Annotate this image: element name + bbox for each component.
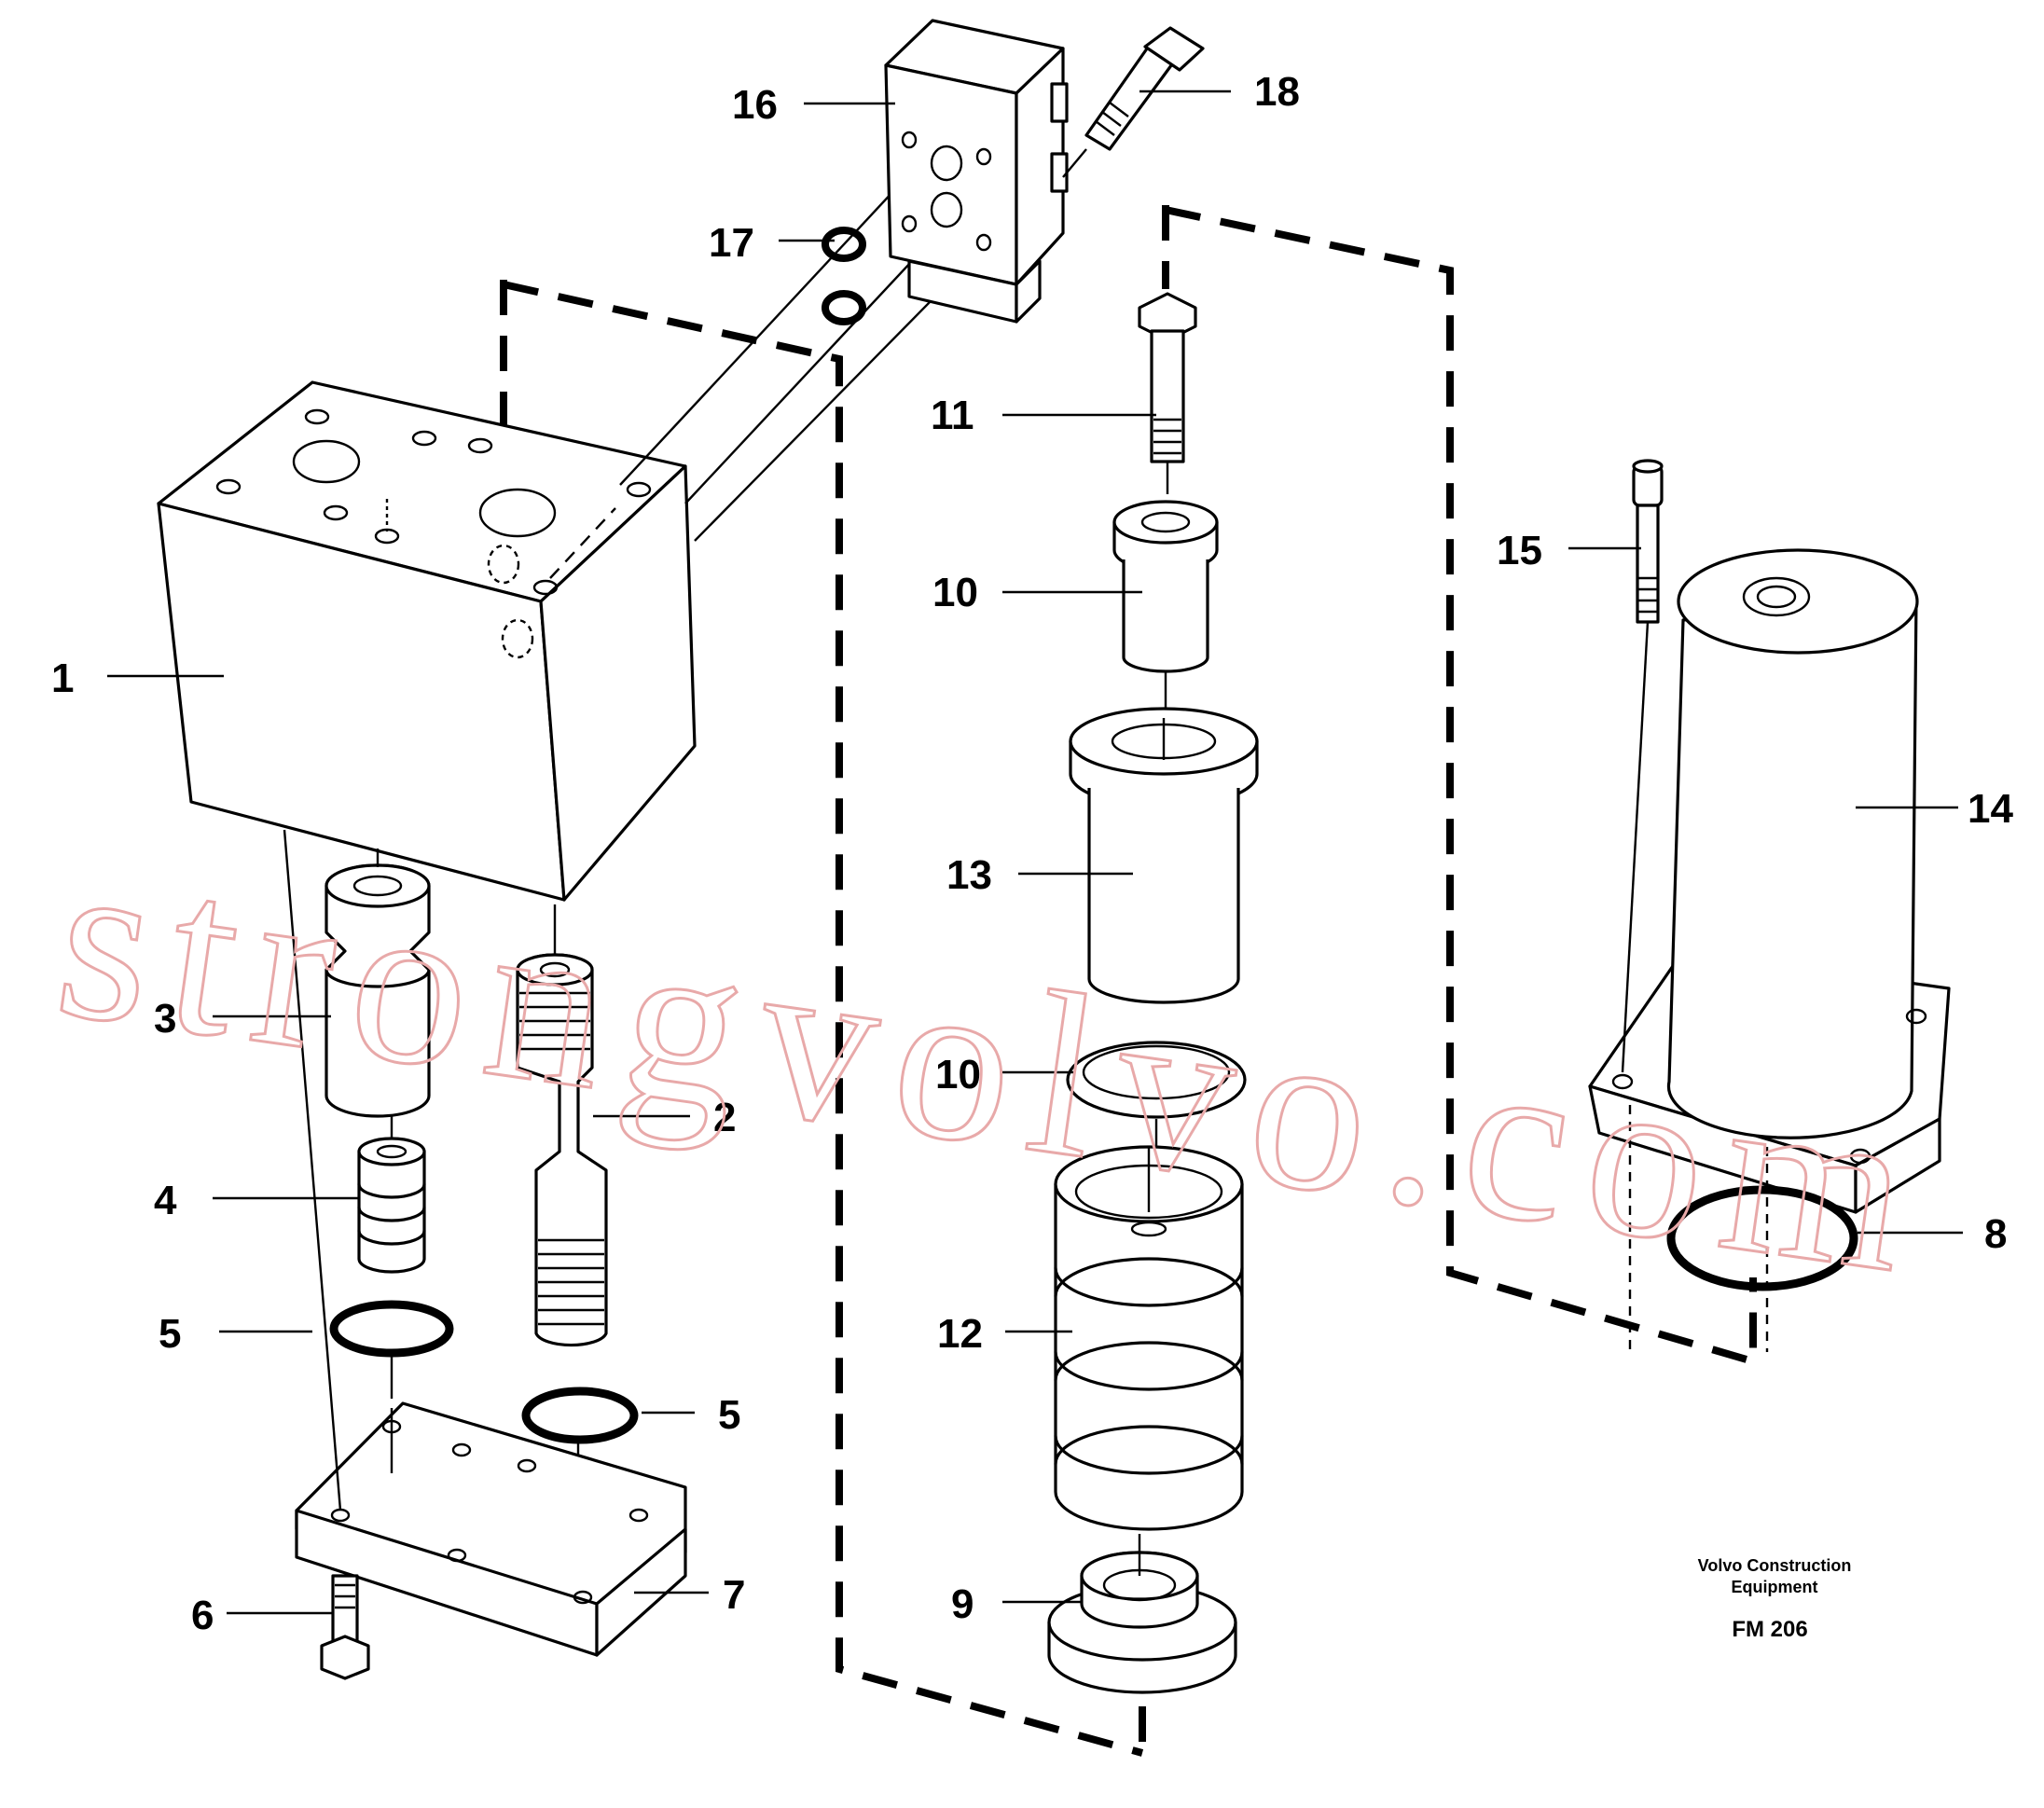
part-14-housing (1588, 548, 1951, 1214)
part-7-cover-plate (283, 829, 687, 1657)
part-4-spring (357, 1114, 426, 1274)
part-2-threaded-valve (516, 904, 608, 1347)
part-15-bolt (1621, 459, 1664, 1073)
callout-10-ring: 10 (935, 1052, 981, 1097)
part-3-spool (325, 849, 431, 1118)
part-19-ring (1066, 1041, 1247, 1156)
callout-5-left: 5 (159, 1311, 181, 1357)
callout-4: 4 (154, 1178, 177, 1223)
part-17-o-rings (822, 227, 866, 325)
callout-5-right: 5 (718, 1392, 740, 1438)
dashed-frame-right (1162, 205, 1757, 1367)
part-11-bolt (1138, 292, 1197, 494)
callout-8: 8 (1984, 1211, 2007, 1257)
credit-block: Volvo Construction Equipment FM 206 (1698, 1556, 1852, 1642)
callout-7: 7 (723, 1572, 745, 1618)
part-8-o-ring (1628, 1105, 1858, 1352)
part-18-bolt (1062, 26, 1205, 178)
figure-code: FM 206 (1732, 1617, 1807, 1642)
callout-9: 9 (951, 1581, 974, 1627)
callout-14: 14 (1968, 786, 2013, 832)
callout-13: 13 (946, 852, 992, 898)
part-12-spring (1054, 1145, 1244, 1531)
part-9-seat (1047, 1534, 1237, 1694)
callout-3: 3 (154, 996, 176, 1042)
callout-6: 6 (191, 1593, 214, 1638)
callout-16: 16 (732, 82, 778, 128)
callout-18: 18 (1254, 69, 1300, 115)
part-13-sleeve (1069, 707, 1259, 1004)
callout-12: 12 (937, 1311, 983, 1357)
credit-division: Equipment (1732, 1578, 1818, 1596)
callout-15: 15 (1497, 528, 1542, 573)
part-10-bushing (1112, 500, 1219, 709)
part-5-o-ring-left (329, 1300, 454, 1399)
watermark: strongvolvo.com (44, 807, 1942, 1324)
part-6-screw (320, 1574, 370, 1680)
callout-11: 11 (931, 393, 974, 438)
callout-1: 1 (51, 656, 74, 701)
callout-2: 2 (713, 1095, 736, 1140)
callout-17: 17 (709, 220, 754, 266)
credit-company: Volvo Construction (1698, 1556, 1852, 1575)
callout-labels: 16 18 17 11 10 15 1 14 13 3 10 2 4 8 5 1… (51, 69, 2013, 1638)
part-1-valve-block (157, 380, 697, 902)
callout-10-top: 10 (932, 570, 978, 615)
part-16-solenoid-block (884, 19, 1069, 324)
leader-lines (107, 90, 1963, 1615)
